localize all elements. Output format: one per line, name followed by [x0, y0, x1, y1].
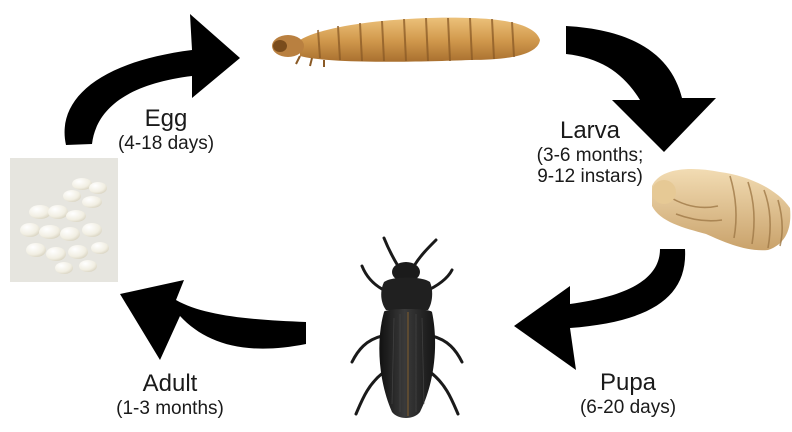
pupa-stage-name: Pupa — [548, 370, 708, 397]
larva-stage-name: Larva — [500, 118, 680, 145]
arrow-adult-to-egg — [120, 280, 306, 360]
curved-arrow-icon — [120, 280, 306, 360]
egg-stage-name: Egg — [96, 106, 236, 133]
larva-stage-duration-line1: (3-6 months; — [500, 145, 680, 166]
adult-beetle-illustration — [352, 238, 462, 418]
egg-stage-duration: (4-18 days) — [96, 133, 236, 154]
pupa-label: Pupa (6-20 days) — [548, 370, 708, 418]
adult-stage-duration: (1-3 months) — [90, 398, 250, 419]
larva-illustration — [272, 18, 540, 67]
adult-label: Adult (1-3 months) — [90, 371, 250, 419]
pupa-stage-duration: (6-20 days) — [548, 397, 708, 418]
egg-label: Egg (4-18 days) — [96, 106, 236, 154]
egg-illustration — [10, 158, 118, 282]
curved-arrow-icon — [514, 249, 685, 370]
larva-label: Larva (3-6 months; 9-12 instars) — [500, 118, 680, 187]
larva-stage-duration-line2: 9-12 instars) — [500, 166, 680, 187]
arrow-pupa-to-adult — [514, 249, 685, 370]
adult-stage-name: Adult — [90, 371, 250, 398]
